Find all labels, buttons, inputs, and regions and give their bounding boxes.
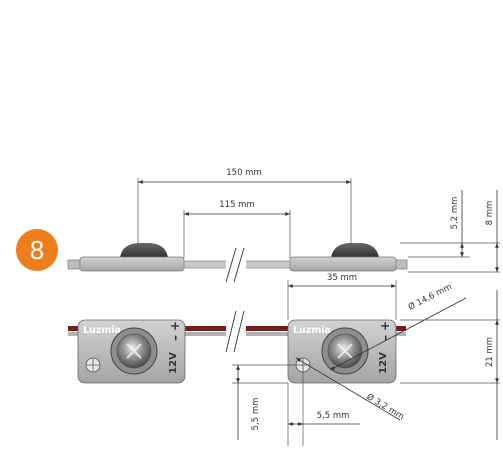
minus-label-right: –	[378, 335, 392, 341]
wire-end-right	[394, 259, 408, 270]
lens-highlight-left	[126, 343, 142, 359]
minus-label-left: –	[168, 335, 182, 341]
leader-hole-diameter	[295, 357, 401, 421]
break-symbol-side	[225, 247, 245, 283]
voltage-label-left: 12V	[168, 352, 179, 374]
label-inner-length: 115 mm	[219, 200, 255, 210]
wire-end-left	[67, 259, 81, 270]
mount-hole-cross-left	[86, 358, 100, 372]
side-view: 150 mm 115 mm 5,2 mm 8 mm	[67, 168, 500, 283]
leader-lens-diameter	[329, 297, 467, 371]
break-symbol-top	[225, 310, 245, 353]
brand-label-right: Luzmia	[293, 325, 331, 336]
label-module-height: 21 mm	[485, 337, 495, 367]
label-hole-diameter: Ø 3,2 mm	[364, 391, 406, 422]
step-number-badge: 8	[16, 229, 58, 271]
label-hole-offset-x: 5,5 mm	[317, 411, 350, 421]
top-view: Luzmia 12V – + Luzmia 12V – +	[68, 273, 500, 446]
side-lens-dome-right	[331, 243, 379, 258]
plus-label-left: +	[168, 321, 182, 331]
lens-highlight-right	[337, 343, 353, 359]
voltage-label-right: 12V	[378, 352, 389, 374]
label-total-height: 8 mm	[485, 201, 495, 226]
label-module-width: 35 mm	[327, 273, 357, 283]
brand-label-left: Luzmia	[83, 325, 121, 336]
label-lens-height: 5,2 mm	[450, 197, 460, 230]
plus-label-right: +	[378, 321, 392, 331]
side-lens-dome-left	[120, 243, 168, 258]
label-total-length: 150 mm	[226, 168, 262, 178]
side-module-right	[289, 256, 397, 272]
side-module-left	[79, 256, 185, 272]
label-hole-offset-y: 5,5 mm	[251, 398, 261, 431]
